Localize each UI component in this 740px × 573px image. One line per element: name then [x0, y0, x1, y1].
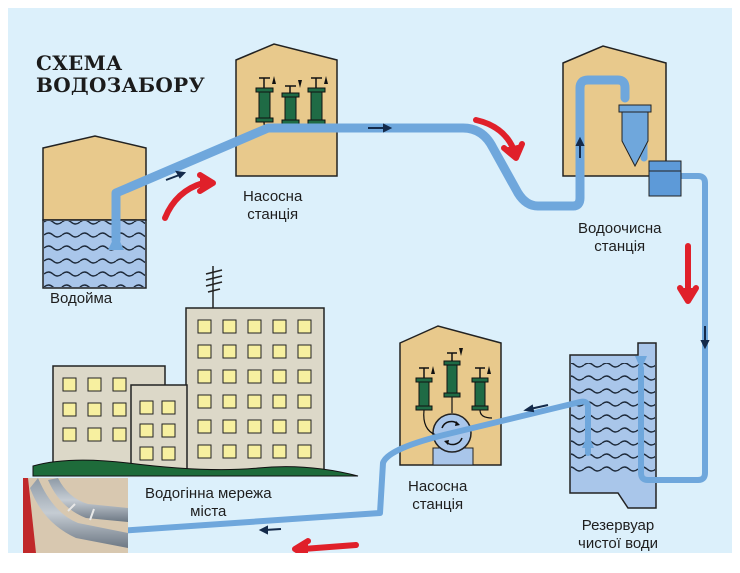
window: [247, 419, 262, 434]
intake-cone: [635, 356, 647, 370]
pump-icon: [443, 348, 463, 413]
window: [161, 400, 176, 415]
label-line: Насосна: [408, 478, 468, 495]
window: [272, 369, 287, 384]
window: [139, 446, 154, 461]
window: [87, 402, 102, 417]
diagram-title: СХЕМА ВОДОЗАБОРУ: [36, 52, 205, 96]
label-line: Водогінна мережа: [145, 485, 272, 502]
label-line: Насосна: [243, 188, 303, 205]
window: [297, 394, 312, 409]
pipe-segment: [638, 173, 708, 483]
small-arrow-icon: [368, 123, 393, 133]
city-buildings: [32, 266, 359, 477]
window: [222, 394, 237, 409]
window: [247, 394, 262, 409]
window: [222, 344, 237, 359]
window: [197, 394, 212, 409]
antenna-icon: [205, 266, 223, 308]
window: [197, 444, 212, 459]
label-line: станція: [247, 206, 299, 223]
window: [87, 377, 102, 392]
window: [272, 419, 287, 434]
label-line: Водойма: [50, 290, 113, 307]
windows: [62, 319, 312, 461]
intake-cone: [582, 433, 594, 448]
label-city-water-network: Водогінна мережа міста: [145, 485, 272, 521]
window: [112, 377, 127, 392]
reservoir-building: [42, 135, 147, 289]
pump-icon: [471, 366, 493, 419]
title-line-1: СХЕМА: [36, 51, 123, 75]
filter-unit: [618, 104, 682, 197]
window: [297, 344, 312, 359]
window: [272, 444, 287, 459]
window: [222, 419, 237, 434]
window: [62, 377, 77, 392]
label-pump-station-2: Насосна станція: [408, 478, 467, 514]
label-line: міста: [190, 503, 227, 520]
red-arrow-icon: [473, 117, 525, 161]
pipeline: [111, 75, 708, 534]
small-arrow-icon: [523, 404, 549, 413]
title-line-2: ВОДОЗАБОРУ: [36, 73, 206, 97]
window: [272, 394, 287, 409]
diagram-canvas: [23, 43, 710, 553]
window: [247, 344, 262, 359]
label-line: чистої води: [578, 535, 659, 552]
pump-icon: [415, 366, 437, 436]
pump-icons-2: [415, 348, 493, 436]
water-intake-diagram: СХЕМА ВОДОЗАБОРУ Водойма Насосна станція…: [8, 8, 732, 553]
label-line: станція: [594, 238, 646, 255]
pipe-segment: [111, 75, 630, 245]
window: [161, 423, 176, 438]
small-arrow-icon: [258, 525, 282, 535]
label-reservoir: Водойма: [50, 290, 112, 308]
window: [297, 419, 312, 434]
window: [197, 344, 212, 359]
small-arrow-icon: [165, 170, 187, 181]
window: [272, 319, 287, 334]
label-pump-station-1: Насосна станція: [243, 188, 302, 224]
window: [197, 369, 212, 384]
window: [297, 444, 312, 459]
process-arrows: [162, 117, 699, 553]
red-arrow-icon: [292, 538, 359, 553]
label-treatment-plant: Водоочисна станція: [578, 220, 661, 256]
small-arrow-icon: [575, 136, 585, 158]
window: [222, 319, 237, 334]
window: [197, 319, 212, 334]
window: [247, 369, 262, 384]
small-arrow-icon: [700, 326, 710, 350]
label-line: станція: [412, 496, 464, 513]
flow-direction-arrows: [165, 123, 710, 535]
window: [161, 446, 176, 461]
window: [87, 427, 102, 442]
window: [297, 319, 312, 334]
window: [62, 402, 77, 417]
window: [197, 419, 212, 434]
window: [112, 402, 127, 417]
window: [112, 427, 127, 442]
window: [222, 369, 237, 384]
building-middle: [130, 384, 188, 476]
ground-hill: [32, 459, 359, 477]
window: [272, 344, 287, 359]
intake-cone: [108, 233, 124, 250]
window: [297, 369, 312, 384]
red-arrow-icon: [677, 243, 699, 304]
label-clean-water-reservoir: Резервуар чистої води: [578, 517, 658, 553]
red-arrow-icon: [162, 172, 216, 221]
window: [247, 319, 262, 334]
window: [62, 427, 77, 442]
pipe-segment: [115, 398, 591, 534]
pipeline-photo: [23, 478, 128, 553]
window: [139, 423, 154, 438]
window: [139, 400, 154, 415]
window: [247, 444, 262, 459]
label-line: Резервуар: [581, 517, 655, 534]
label-line: Водоочисна: [578, 220, 662, 237]
window: [222, 444, 237, 459]
